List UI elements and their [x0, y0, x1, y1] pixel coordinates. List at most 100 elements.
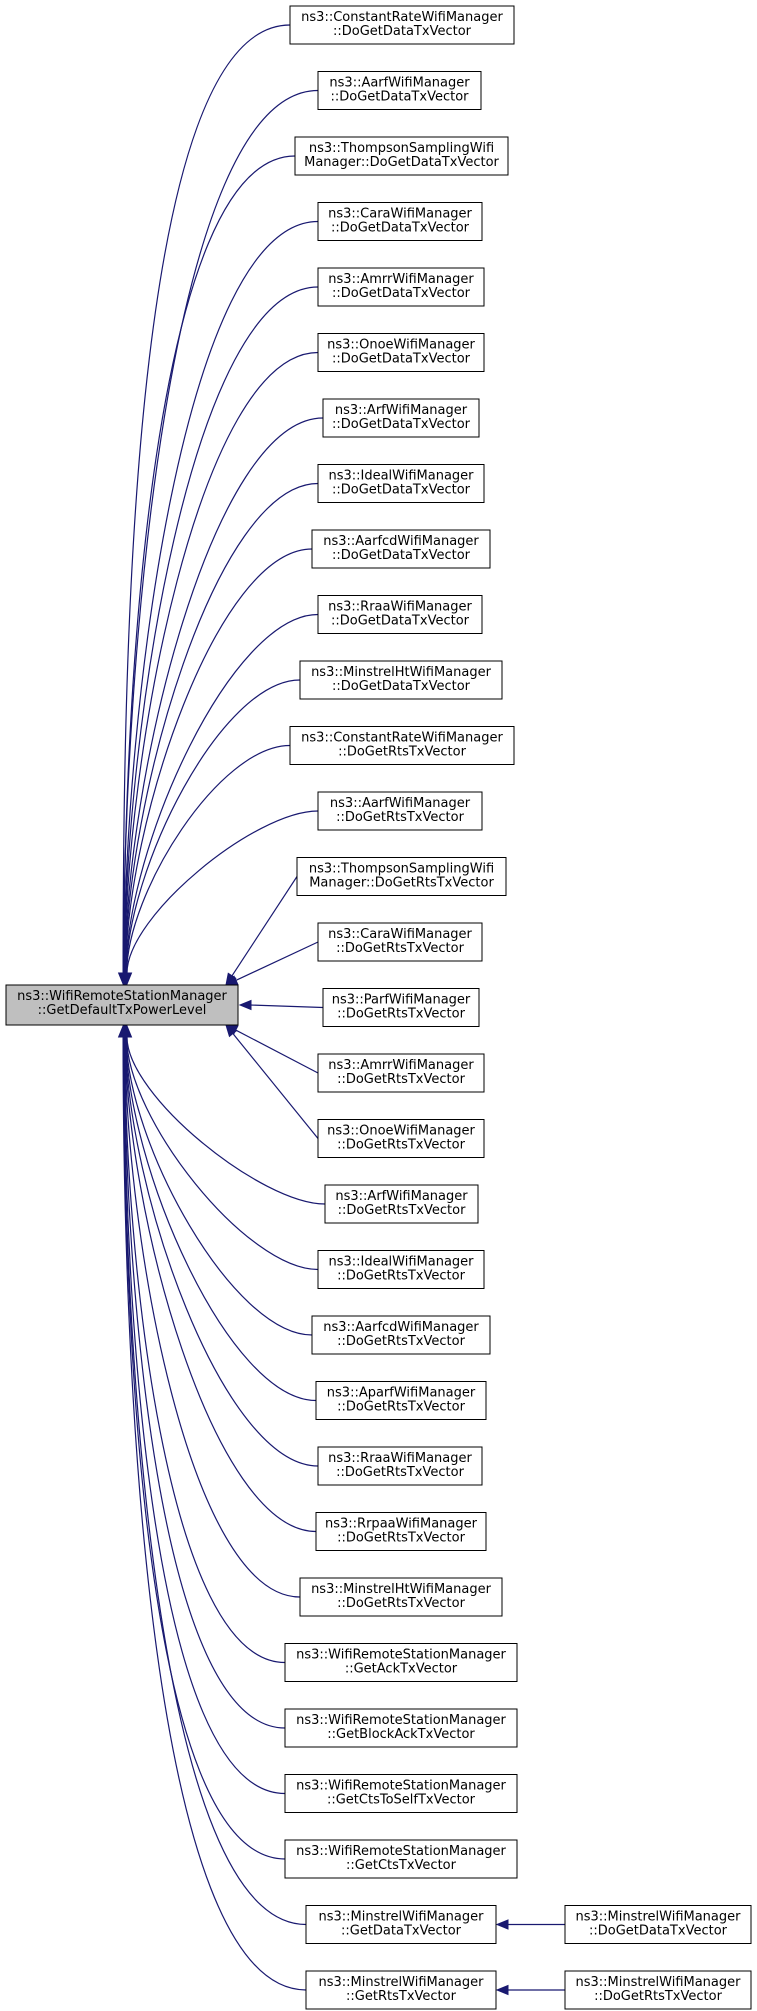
arrowhead-caller-16 [238, 999, 252, 1011]
caller-node-15-label-line-1: ns3::CaraWifiManager [328, 927, 472, 942]
second-level-node-2-label-line-1: ns3::MinstrelWifiManager [575, 1975, 741, 1990]
caller-node-11[interactable]: ns3::MinstrelHtWifiManager::DoGetDataTxV… [299, 660, 503, 700]
root-node-box [5, 984, 239, 1026]
caller-node-7[interactable]: ns3::ArfWifiManager::DoGetDataTxVector [322, 398, 480, 438]
edge-caller-26 [124, 1036, 286, 1664]
caller-node-5-label-line-2: ::DoGetDataTxVector [332, 286, 471, 301]
caller-node-8-label-line-2: ::DoGetDataTxVector [332, 483, 471, 498]
caller-node-17-box [317, 1053, 485, 1093]
caller-node-9[interactable]: ns3::AarfcdWifiManager::DoGetDataTxVecto… [311, 529, 491, 569]
edge-caller-14 [231, 876, 298, 977]
caller-node-13-box [317, 791, 483, 831]
caller-node-3[interactable]: ns3::ThompsonSamplingWifiManager::DoGetD… [294, 136, 509, 176]
caller-node-28[interactable]: ns3::WifiRemoteStationManager::GetCtsToS… [284, 1774, 518, 1813]
caller-node-4[interactable]: ns3::CaraWifiManager::DoGetDataTxVector [317, 202, 483, 241]
caller-node-20-label-line-2: ::DoGetRtsTxVector [337, 1269, 466, 1284]
caller-node-11-label-line-2: ::DoGetDataTxVector [332, 679, 471, 694]
arrowhead-second-level-2 [495, 1984, 509, 1996]
caller-node-2-label-line-1: ns3::AarfWifiManager [329, 76, 470, 91]
caller-node-18-label-line-2: ::DoGetRtsTxVector [337, 1138, 466, 1153]
caller-node-18[interactable]: ns3::OnoeWifiManager::DoGetRtsTxVector [317, 1119, 485, 1158]
caller-node-8-box [317, 464, 485, 503]
edge-caller-24 [124, 1036, 317, 1533]
edge-caller-8 [124, 482, 319, 974]
caller-node-10[interactable]: ns3::RraaWifiManager::DoGetDataTxVector [317, 595, 483, 634]
edge-caller-30 [122, 1036, 307, 1926]
caller-node-31-box [305, 1970, 497, 2010]
edge-caller-16 [249, 1004, 324, 1009]
caller-node-25-box [299, 1577, 503, 1617]
caller-node-9-label-line-2: ::DoGetDataTxVector [332, 548, 471, 563]
caller-node-27-label-line-1: ns3::WifiRemoteStationManager [296, 1713, 506, 1728]
caller-node-30[interactable]: ns3::MinstrelWifiManager::GetDataTxVecto… [305, 1905, 497, 1944]
edge-caller-20 [126, 1036, 319, 1271]
caller-node-6-label-line-2: ::DoGetDataTxVector [332, 352, 471, 367]
caller-node-23[interactable]: ns3::RraaWifiManager::DoGetRtsTxVector [317, 1446, 483, 1486]
nodes-layer: ns3::WifiRemoteStationManager::GetDefaul… [5, 5, 752, 2010]
caller-node-30-box [305, 1905, 497, 1944]
caller-node-31[interactable]: ns3::MinstrelWifiManager::GetRtsTxVector [305, 1970, 497, 2010]
caller-node-3-label-line-2: Manager::DoGetDataTxVector [304, 155, 499, 170]
root-node-label-line-2: ::GetDefaultTxPowerLevel [38, 1003, 207, 1018]
caller-node-5-box [317, 267, 485, 307]
caller-node-16-box [322, 988, 480, 1027]
edge-caller-15 [233, 941, 319, 983]
caller-node-15[interactable]: ns3::CaraWifiManager::DoGetRtsTxVector [317, 922, 483, 962]
caller-node-4-box [317, 202, 483, 241]
edge-caller-21 [125, 1036, 313, 1336]
edge-caller-11 [125, 679, 301, 974]
caller-node-26-box [284, 1643, 518, 1682]
caller-node-13[interactable]: ns3::AarfWifiManager::DoGetRtsTxVector [317, 791, 483, 831]
second-level-node-1-label-line-1: ns3::MinstrelWifiManager [575, 1910, 741, 1925]
caller-node-14[interactable]: ns3::ThompsonSamplingWifiManager::DoGetR… [296, 857, 507, 896]
caller-node-2-label-line-2: ::DoGetDataTxVector [331, 90, 470, 105]
caller-node-4-label-line-2: ::DoGetDataTxVector [331, 221, 470, 236]
caller-node-13-label-line-1: ns3::AarfWifiManager [330, 796, 471, 811]
caller-node-19-label-line-1: ns3::ArfWifiManager [335, 1189, 468, 1204]
second-level-node-2[interactable]: ns3::MinstrelWifiManager::DoGetRtsTxVect… [564, 1970, 752, 2010]
caller-node-25-label-line-1: ns3::MinstrelHtWifiManager [311, 1582, 492, 1597]
caller-node-26-label-line-2: ::GetAckTxVector [345, 1662, 458, 1677]
second-level-node-1-box [564, 1905, 752, 1944]
caller-node-23-box [317, 1446, 483, 1486]
caller-node-3-box [294, 136, 509, 176]
caller-node-2-box [317, 71, 482, 110]
edge-caller-27 [123, 1036, 286, 1729]
caller-node-20[interactable]: ns3::IdealWifiManager::DoGetRtsTxVector [317, 1250, 485, 1289]
edge-caller-10 [125, 613, 319, 974]
caller-node-14-label-line-1: ns3::ThompsonSamplingWifi [309, 862, 494, 877]
caller-node-16-label-line-2: ::DoGetRtsTxVector [337, 1007, 466, 1022]
caller-node-26[interactable]: ns3::WifiRemoteStationManager::GetAckTxV… [284, 1643, 518, 1682]
caller-node-27[interactable]: ns3::WifiRemoteStationManager::GetBlockA… [284, 1708, 518, 1748]
caller-node-21-label-line-2: ::DoGetRtsTxVector [337, 1334, 466, 1349]
caller-node-8[interactable]: ns3::IdealWifiManager::DoGetDataTxVector [317, 464, 485, 503]
caller-node-16[interactable]: ns3::ParfWifiManager::DoGetRtsTxVector [322, 988, 480, 1027]
caller-node-28-box [284, 1774, 518, 1813]
caller-node-24[interactable]: ns3::RrpaaWifiManager::DoGetRtsTxVector [315, 1512, 487, 1551]
caller-node-2[interactable]: ns3::AarfWifiManager::DoGetDataTxVector [317, 71, 482, 110]
caller-node-5[interactable]: ns3::AmrrWifiManager::DoGetDataTxVector [317, 267, 485, 307]
caller-node-28-label-line-2: ::GetCtsToSelfTxVector [327, 1793, 476, 1808]
caller-node-17[interactable]: ns3::AmrrWifiManager::DoGetRtsTxVector [317, 1053, 485, 1093]
edge-caller-25 [124, 1036, 301, 1598]
caller-node-1[interactable]: ns3::ConstantRateWifiManager::DoGetDataT… [289, 5, 515, 45]
caller-node-25[interactable]: ns3::MinstrelHtWifiManager::DoGetRtsTxVe… [299, 1577, 503, 1617]
edge-caller-22 [125, 1036, 317, 1402]
caller-node-11-box [299, 660, 503, 700]
caller-node-12[interactable]: ns3::ConstantRateWifiManager::DoGetRtsTx… [289, 726, 515, 765]
caller-node-22[interactable]: ns3::AparfWifiManager::DoGetRtsTxVector [315, 1381, 487, 1420]
caller-node-10-box [317, 595, 483, 634]
edge-caller-12 [126, 744, 291, 974]
second-level-node-1[interactable]: ns3::MinstrelWifiManager::DoGetDataTxVec… [564, 1905, 752, 1944]
edge-caller-3 [123, 155, 296, 974]
caller-node-19[interactable]: ns3::ArfWifiManager::DoGetRtsTxVector [324, 1184, 479, 1224]
caller-node-25-label-line-2: ::DoGetRtsTxVector [337, 1596, 466, 1611]
caller-node-22-box [315, 1381, 487, 1420]
edge-caller-9 [125, 548, 313, 974]
caller-node-21[interactable]: ns3::AarfcdWifiManager::DoGetRtsTxVector [311, 1315, 491, 1355]
caller-node-10-label-line-1: ns3::RraaWifiManager [328, 600, 472, 615]
root-node[interactable]: ns3::WifiRemoteStationManager::GetDefaul… [5, 984, 239, 1026]
caller-node-29[interactable]: ns3::WifiRemoteStationManager::GetCtsTxV… [284, 1839, 518, 1879]
caller-node-1-box [289, 5, 515, 45]
caller-node-6[interactable]: ns3::OnoeWifiManager::DoGetDataTxVector [317, 333, 485, 372]
